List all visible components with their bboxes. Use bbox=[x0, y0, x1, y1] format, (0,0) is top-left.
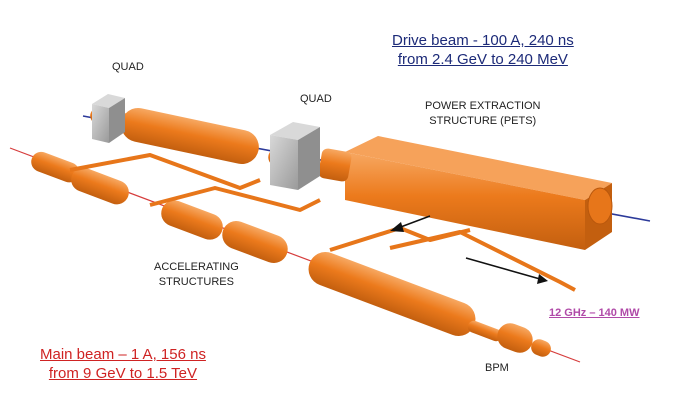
quad-right bbox=[270, 122, 320, 190]
accelerating-structure bbox=[308, 252, 476, 336]
drive-beam-title-line1: Drive beam - 100 A, 240 ns bbox=[392, 32, 574, 49]
pets-label-line1: POWER EXTRACTION bbox=[425, 100, 541, 112]
pets-label: POWER EXTRACTION STRUCTURE (PETS) bbox=[425, 99, 541, 129]
pets-structure bbox=[318, 136, 613, 250]
quad-left bbox=[92, 94, 125, 143]
main-beam-title-line1: Main beam – 1 A, 156 ns bbox=[40, 346, 206, 363]
drive-beam-title-line2: from 2.4 GeV to 240 MeV bbox=[397, 51, 568, 68]
connecting-pipe bbox=[467, 320, 503, 342]
drive-beam-structure bbox=[121, 107, 259, 165]
accelerating-structures-label-line1: ACCELERATING bbox=[154, 261, 239, 273]
quad-right-label: QUAD bbox=[300, 93, 332, 105]
bpm-body bbox=[497, 323, 533, 353]
bpm-label: BPM bbox=[485, 362, 509, 374]
accelerating-structure bbox=[161, 200, 223, 240]
quad-left-label: QUAD bbox=[112, 61, 144, 73]
pets-label-line2: STRUCTURE (PETS) bbox=[429, 115, 537, 127]
bpm-flange bbox=[531, 339, 551, 357]
accelerating-structure bbox=[31, 151, 80, 183]
drive-beam-title: Drive beam - 100 A, 240 ns from 2.4 GeV … bbox=[392, 31, 574, 69]
accelerating-structure bbox=[222, 220, 288, 264]
main-beam-title-line2: from 9 GeV to 1.5 TeV bbox=[48, 365, 198, 382]
arrow-right-icon bbox=[465, 257, 548, 284]
accelerating-structure bbox=[71, 167, 129, 205]
rf-waveguides bbox=[69, 153, 576, 292]
rf-power-label: 12 GHz – 140 MW bbox=[549, 307, 640, 319]
accelerating-structures-label-line2: STRUCTURES bbox=[158, 276, 234, 288]
main-beam-title: Main beam – 1 A, 156 ns from 9 GeV to 1.… bbox=[40, 345, 206, 383]
main-linac bbox=[31, 151, 551, 357]
arrow-left-icon bbox=[390, 215, 431, 232]
accelerating-structures-label: ACCELERATING STRUCTURES bbox=[154, 260, 239, 290]
